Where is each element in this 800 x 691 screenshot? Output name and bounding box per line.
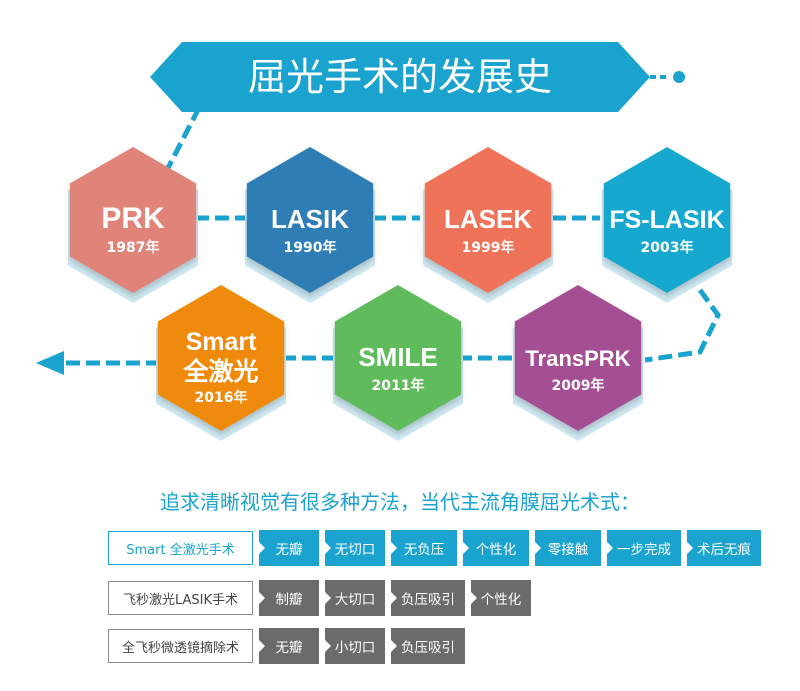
timeline-diagram: 屈光手术的发展史 PRK 1987年 LASIK 1990年 LASEK 1999年 FS-… — [36, 42, 732, 441]
row-label: Smart 全激光手术 — [108, 531, 253, 565]
timeline-node-lasek: LASEK 1999年 — [423, 147, 553, 303]
feature-tag: 无瓣 — [259, 628, 319, 664]
feature-tag: 无负压 — [391, 530, 457, 566]
feature-tag: 术后无痕 — [687, 530, 761, 566]
connector-title-prk — [165, 103, 218, 170]
feature-tag: 个性化 — [463, 530, 529, 566]
node-name: LASEK — [444, 204, 532, 234]
arrow-left-icon — [36, 351, 64, 375]
timeline-connectors — [62, 103, 721, 366]
feature-tag: 个性化 — [471, 580, 531, 616]
comparison-row: 飞秒激光LASIK手术制瓣大切口负压吸引个性化 — [108, 580, 531, 616]
page-title: 屈光手术的发展史 — [248, 55, 552, 99]
hexagon-lasik — [246, 147, 374, 293]
hexagon-smile — [334, 285, 462, 431]
node-name: Smart — [186, 328, 258, 356]
banner-dot-icon — [673, 71, 685, 83]
node-year: 2016年 — [195, 389, 248, 406]
node-year: 1987年 — [107, 239, 160, 256]
node-year: 1999年 — [462, 239, 515, 256]
feature-tag: 无瓣 — [259, 530, 319, 566]
node-year: 1990年 — [284, 239, 337, 256]
hexagon-prk — [69, 147, 197, 293]
node-name-line2: 全激光 — [182, 357, 258, 386]
node-name: SMILE — [358, 342, 437, 372]
hexagon-transprk — [514, 285, 642, 431]
feature-tag: 大切口 — [325, 580, 385, 616]
node-name: LASIK — [271, 204, 349, 234]
feature-tag: 小切口 — [325, 628, 385, 664]
row-label: 全飞秒微透镜摘除术 — [108, 629, 253, 663]
feature-tag: 无切口 — [325, 530, 385, 566]
node-name: FS-LASIK — [609, 206, 724, 234]
node-year: 2011年 — [372, 377, 425, 394]
comparison-row: 全飞秒微透镜摘除术无瓣小切口负压吸引 — [108, 628, 465, 664]
timeline-node-transprk: TransPRK 2009年 — [513, 285, 643, 441]
feature-tag: 一步完成 — [607, 530, 681, 566]
timeline-node-smile: SMILE 2011年 — [333, 285, 463, 441]
title-banner: 屈光手术的发展史 — [150, 42, 685, 112]
feature-tag: 零接触 — [535, 530, 601, 566]
timeline-node-prk: PRK 1987年 — [68, 147, 198, 303]
node-year: 2009年 — [552, 377, 605, 394]
timeline-node-fslasik: FS-LASIK 2003年 — [602, 147, 732, 303]
feature-tag: 制瓣 — [259, 580, 319, 616]
node-name: PRK — [101, 202, 165, 235]
hexagon-lasek — [424, 147, 552, 293]
timeline-node-lasik: LASIK 1990年 — [245, 147, 375, 303]
timeline-hexagons: PRK 1987年 LASIK 1990年 LASEK 1999年 FS-LASIK 2003… — [68, 147, 732, 441]
hexagon-fslasik — [603, 147, 731, 293]
hexagon-smart — [157, 285, 285, 431]
connector-fslasik-transprk — [644, 288, 721, 363]
row-label: 飞秒激光LASIK手术 — [108, 581, 253, 615]
feature-tag: 负压吸引 — [391, 628, 465, 664]
feature-tag: 负压吸引 — [391, 580, 465, 616]
node-year: 2003年 — [641, 239, 694, 256]
node-name: TransPRK — [525, 346, 630, 371]
comparison-subtitle: 追求清晰视觉有很多种方法，当代主流角膜屈光术式： — [160, 490, 640, 514]
comparison-row: Smart 全激光手术无瓣无切口无负压个性化零接触一步完成术后无痕 — [108, 530, 761, 566]
